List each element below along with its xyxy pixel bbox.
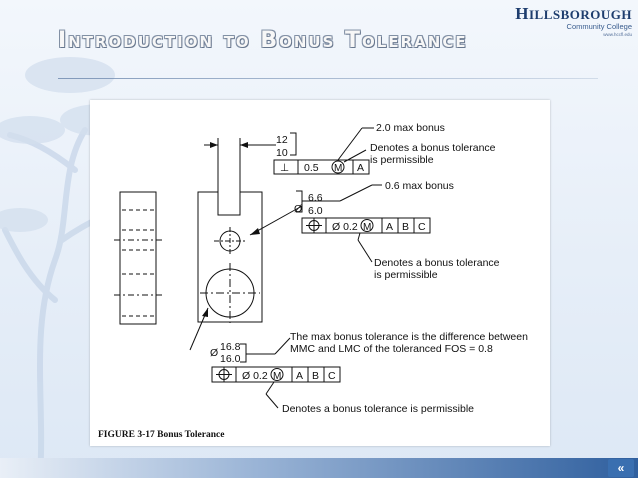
figure-caption: FIGURE 3-17 Bonus Tolerance — [98, 430, 225, 440]
fcf2-datum-a: A — [386, 221, 393, 233]
note-bonus-permissible-2-line2: is permissible — [374, 269, 438, 281]
fcf2-tolerance: Ø 0.2 — [332, 221, 358, 233]
large-dia-upper: 16.8 — [220, 341, 241, 353]
large-dia-bracket — [240, 343, 247, 363]
logo-subtitle: Community College — [566, 22, 632, 31]
dim-width-upper: 12 — [276, 134, 288, 146]
prev-slide-icon[interactable]: « — [608, 459, 634, 477]
fcf1-datum-a: A — [357, 162, 364, 174]
fcf2-datum-c: C — [418, 221, 426, 233]
logo-initial: H — [515, 4, 529, 23]
fcf3-mmc-circle — [270, 368, 284, 381]
leader-bonus-perm-1 — [343, 149, 367, 163]
leader-0-6-max-bonus — [339, 184, 373, 202]
small-dia-upper: 6.6 — [308, 192, 323, 204]
logo-wordmark: HILLSBOROUGH — [515, 4, 632, 24]
fcf3-tolerance: Ø 0.2 — [242, 370, 268, 382]
fcf1-symbol: ⊥ — [280, 162, 289, 174]
fcf1-mmc-circle — [331, 160, 345, 174]
bonus-tolerance-drawing: 12 10 ⊥ 0.5 M A 2.0 max bonus Denotes a … — [114, 122, 528, 415]
fcf3-modifier: M — [273, 371, 281, 382]
leader-max-diff — [274, 337, 291, 355]
leader-bonus-perm-2-a — [357, 232, 361, 241]
note-2-max-bonus: 2.0 max bonus — [376, 122, 445, 134]
fcf1-datum-cell — [352, 159, 370, 175]
small-dia-symbol: Ø — [294, 203, 302, 215]
note-bonus-permissible-1-line2: is permissible — [370, 154, 434, 166]
large-dia-lower: 16.0 — [220, 353, 241, 365]
fcf2-mmc-circle — [360, 219, 374, 232]
fcf3-datum-a: A — [296, 370, 303, 382]
fcf1-modifier: M — [334, 163, 342, 174]
note-0-6-max-bonus: 0.6 max bonus — [385, 180, 454, 192]
slide-title: Introduction to Bonus Tolerance — [58, 28, 468, 53]
leader-2-max-bonus — [337, 127, 363, 161]
fcf2-datum-b: B — [402, 221, 409, 233]
large-dia-symbol: Ø — [210, 347, 218, 359]
note-bonus-permissible-2-line1: Denotes a bonus tolerance — [374, 257, 500, 269]
title-divider — [58, 78, 598, 79]
note-bonus-permissible-3: Denotes a bonus tolerance is permissible — [282, 403, 474, 415]
leader-bonus-perm-2 — [357, 239, 373, 263]
note-max-difference-line1: The max bonus tolerance is the differenc… — [290, 331, 528, 343]
arrow-large-hole — [202, 308, 208, 317]
leader-bonus-perm-3-a — [265, 381, 275, 395]
fcf3-datum-c-cell — [323, 366, 341, 383]
logo-url: www.hccfl.edu — [603, 32, 632, 37]
fcf3-datum-b: B — [312, 370, 319, 382]
fcf3-datum-c: C — [328, 370, 336, 382]
dim-width-lower: 10 — [276, 147, 288, 159]
logo-name-rest: ILLSBOROUGH — [528, 7, 632, 22]
arrow-slot-left — [210, 142, 218, 148]
figure-panel: 12 10 ⊥ 0.5 M A 2.0 max bonus Denotes a … — [90, 100, 550, 446]
small-dia-lower: 6.0 — [308, 205, 323, 217]
slot-dim-bracket — [290, 132, 297, 156]
large-hole — [205, 268, 255, 318]
footer-bar — [0, 458, 638, 478]
fcf2-datum-c-cell — [413, 217, 431, 234]
side-view-outline — [119, 191, 157, 325]
arrow-small-hole — [250, 228, 260, 235]
fcf2-modifier: M — [363, 222, 371, 233]
arrow-slot-right — [240, 142, 248, 148]
note-bonus-permissible-1-line1: Denotes a bonus tolerance — [370, 142, 496, 154]
note-max-difference-line2: MMC and LMC of the toleranced FOS = 0.8 — [290, 343, 493, 355]
college-logo: HILLSBOROUGH Community College www.hccfl… — [515, 4, 632, 37]
fcf1-tolerance: 0.5 — [304, 162, 319, 174]
leader-bonus-perm-3 — [265, 393, 279, 409]
